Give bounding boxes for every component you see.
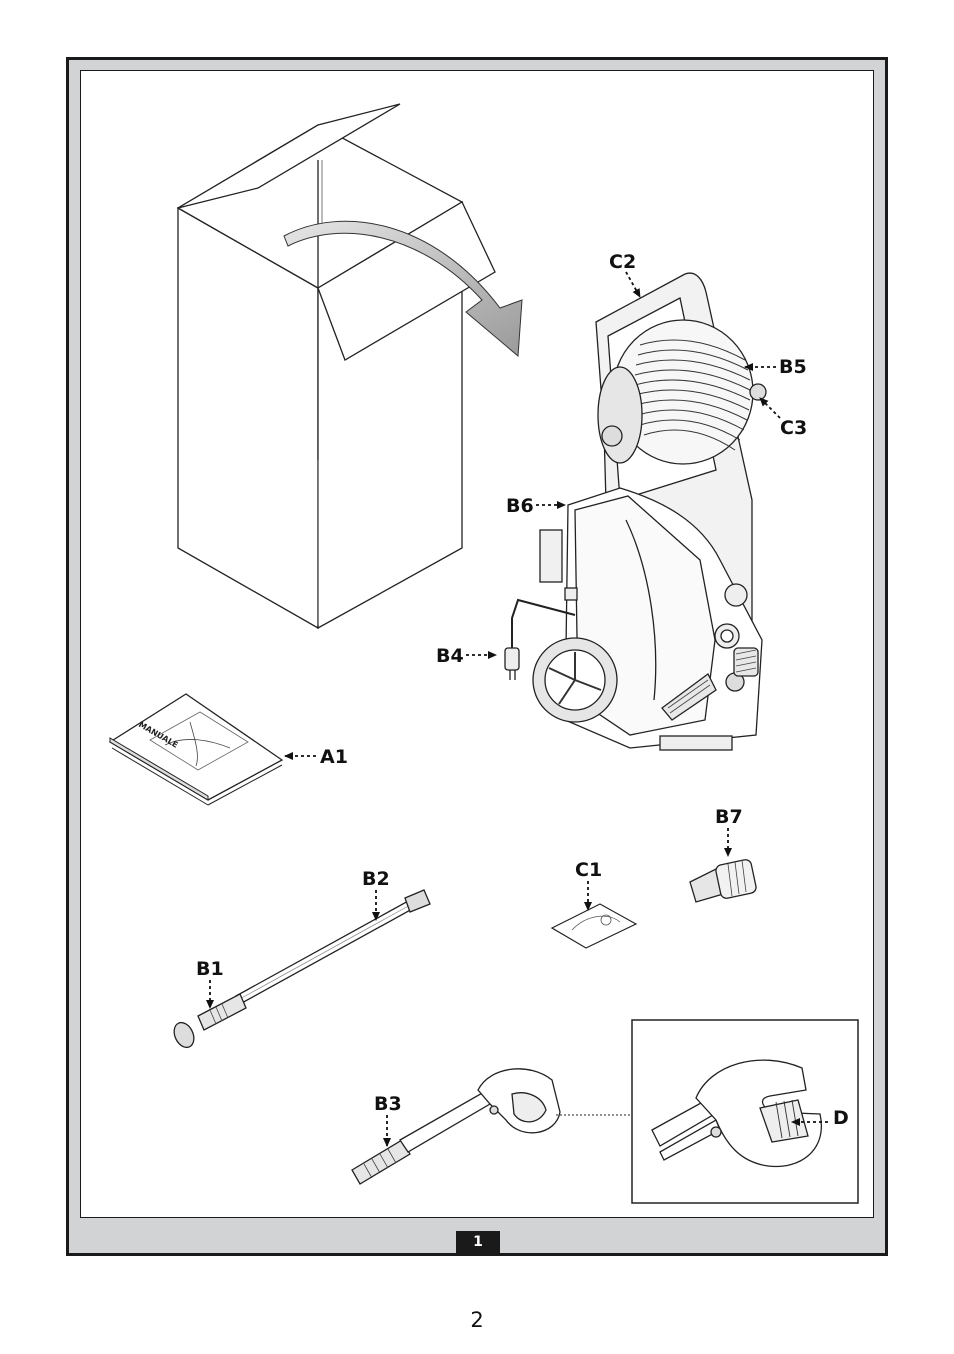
label-b2: B2 <box>362 868 390 890</box>
label-b6: B6 <box>506 495 534 517</box>
label-c1: C1 <box>575 859 602 881</box>
label-b5: B5 <box>779 356 807 378</box>
label-b7: B7 <box>715 806 743 828</box>
figure-number-tab: 1 <box>456 1231 500 1253</box>
packaging-box <box>178 104 495 628</box>
leader-c2 <box>626 272 640 297</box>
label-b1: B1 <box>196 958 224 980</box>
label-b4: B4 <box>436 645 464 667</box>
manual-booklet: MANUALE <box>110 694 282 805</box>
label-c3: C3 <box>780 417 807 439</box>
label-a1: A1 <box>320 746 348 768</box>
leader-c3 <box>760 398 780 418</box>
turbo-nozzle <box>690 859 757 902</box>
accessory-sachet <box>552 904 636 948</box>
spray-gun <box>352 1069 560 1184</box>
pressure-washer-unit <box>505 273 766 750</box>
label-d: D <box>833 1107 849 1129</box>
label-c2: C2 <box>609 251 636 273</box>
label-b3: B3 <box>374 1093 402 1115</box>
page-number: 2 <box>0 1308 954 1332</box>
